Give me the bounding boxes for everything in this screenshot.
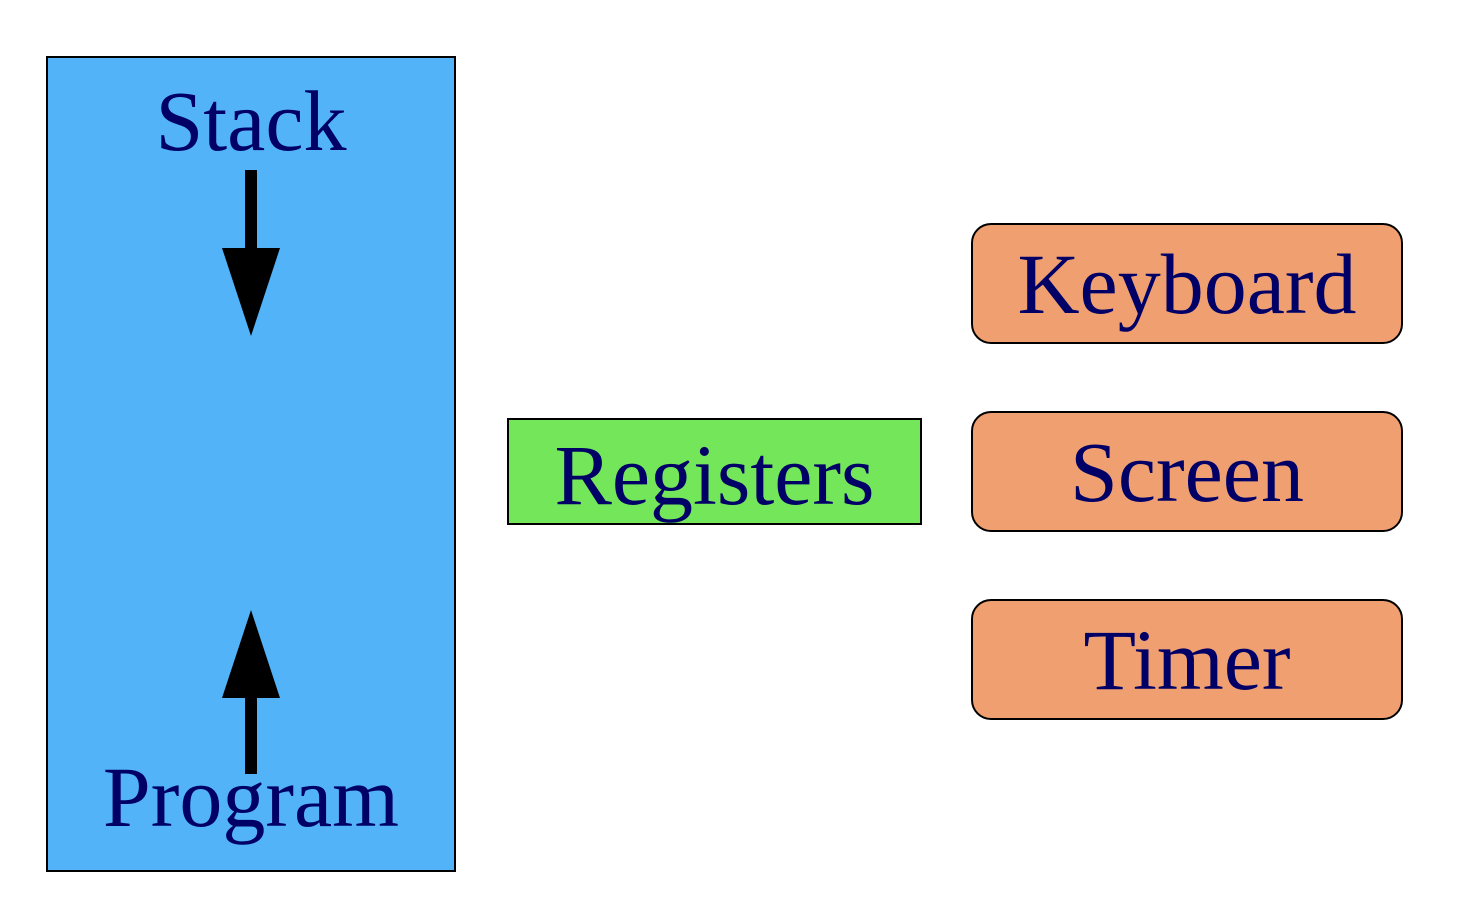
arrow-up-head [222, 610, 280, 698]
screen-device-box: Screen [971, 411, 1403, 532]
stack-label: Stack [155, 73, 347, 169]
arrow-up-shaft [245, 694, 257, 774]
timer-device-box: Timer [971, 599, 1403, 720]
timer-label: Timer [1083, 612, 1291, 708]
arrow-down-head [222, 248, 280, 336]
program-label: Program [102, 749, 400, 845]
arrow-up-icon [222, 610, 280, 774]
keyboard-label: Keyboard [1017, 236, 1357, 332]
keyboard-device-box: Keyboard [971, 223, 1403, 344]
registers-box: Registers [507, 418, 922, 525]
registers-label: Registers [554, 427, 875, 523]
arrow-down-icon [222, 170, 280, 336]
screen-label: Screen [1070, 424, 1304, 520]
memory-block: Stack Program [46, 56, 456, 872]
arrow-down-shaft [245, 170, 257, 252]
